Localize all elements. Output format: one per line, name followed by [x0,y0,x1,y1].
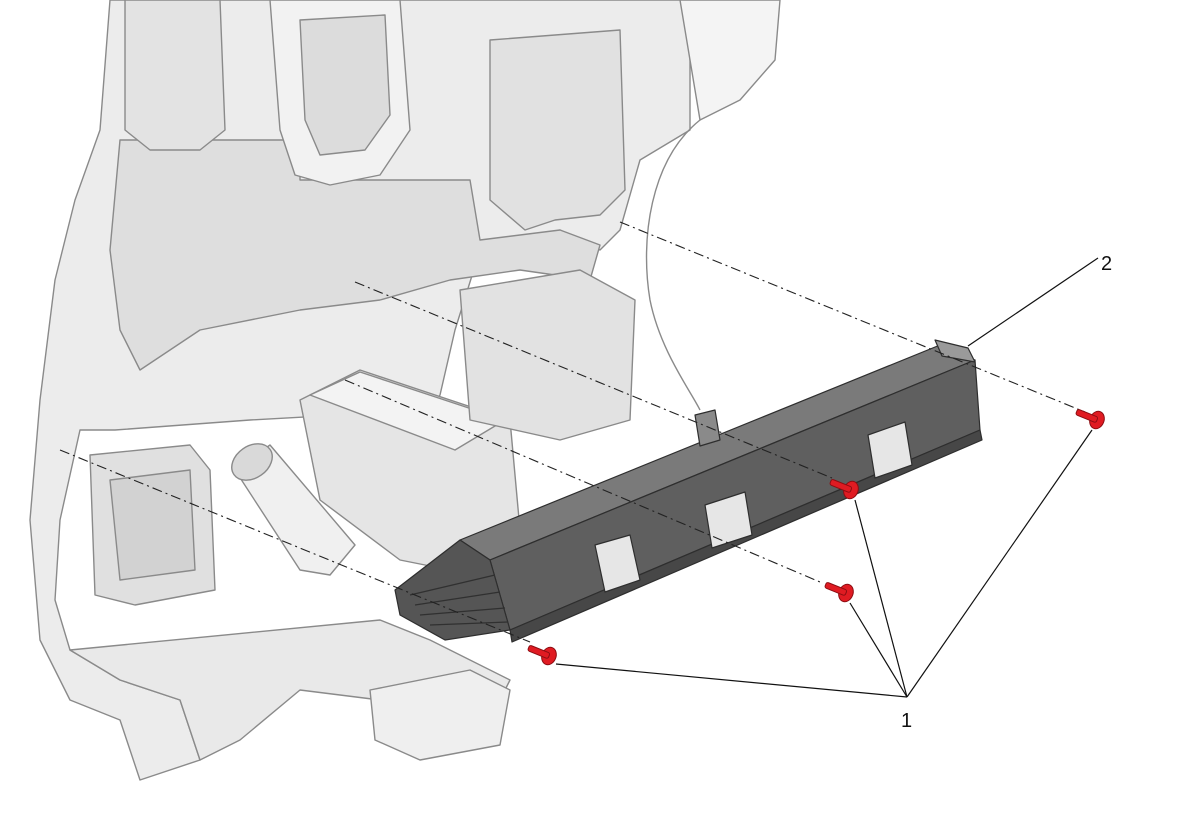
bottom-tab [369,669,511,761]
leader-1-bolt-3 [849,602,908,698]
callout-label-2: 2 [1101,253,1112,275]
alignment-line-2 [354,281,833,479]
right-trim [679,0,781,121]
bolt-4 [527,645,557,666]
bolts [527,409,1105,666]
alignment-lines [59,221,1086,643]
leader-1-bolt-1 [906,429,1093,698]
bracket-ribs [409,574,509,626]
bracket-connector-b [704,491,753,549]
leader-1-bolt-4 [555,663,908,698]
bolt-1 [1075,409,1105,430]
bolt-3 [824,582,854,603]
center-pillar-opening [299,14,391,156]
alignment-line-3 [344,379,821,583]
bolt-2 [829,479,859,500]
upper-left-frame [124,0,226,151]
leader-1-bolt-2 [854,499,908,698]
alignment-line-1 [619,221,1086,413]
callout-label-1: 1 [901,710,912,732]
bracket-mount-tab-center [694,409,721,447]
right-connector-block [489,29,626,231]
rear-module [459,269,636,441]
bracket [394,339,983,643]
bracket-mount-tab-right [934,339,976,363]
alignment-line-4 [59,449,531,643]
lower-left-module-face [109,469,196,581]
leader-2-bracket [967,257,1099,347]
bracket-connector-a [594,534,641,593]
leader-lines [555,257,1099,698]
bracket-connector-c [867,421,913,479]
door-panel-assembly [29,0,781,781]
upper-module-housing [109,139,601,371]
round-connector-end [231,443,273,481]
right-cable [645,119,701,411]
